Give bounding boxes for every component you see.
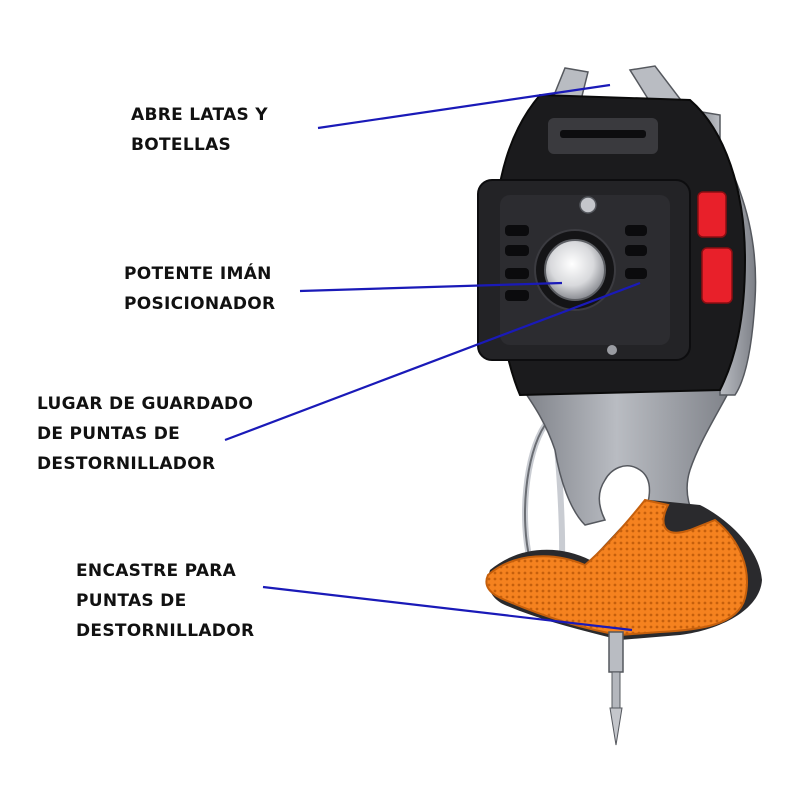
label-magnet-line-1: POTENTE IMÁN xyxy=(124,264,272,284)
screwdriver-bit-shank xyxy=(608,631,624,673)
steel-frame xyxy=(518,379,737,526)
label-bit-holder-line-3: DESTORNILLADOR xyxy=(76,621,255,641)
leader-line-bit-holder xyxy=(262,585,633,632)
label-bit-storage-line-2: DE PUNTAS DE xyxy=(37,424,181,444)
leader-line-bit-storage xyxy=(224,281,641,442)
label-bit-holder: ENCASTRE PARA PUNTAS DE DESTORNILLADOR xyxy=(76,556,254,646)
label-bit-holder-line-1: ENCASTRE PARA xyxy=(76,561,237,581)
screw-bottom xyxy=(607,345,617,355)
label-bit-storage: LUGAR DE GUARDADO DE PUNTAS DE DESTORNIL… xyxy=(37,389,253,479)
label-magnet-line-2: POSICIONADOR xyxy=(124,294,276,314)
leader-lines xyxy=(224,83,641,632)
label-can-opener-line-2: BOTELLAS xyxy=(131,135,232,155)
housing-top-slot xyxy=(560,130,646,138)
label-magnet: POTENTE IMÁN POSICIONADOR xyxy=(124,259,275,319)
bit-holder-handle xyxy=(485,498,748,637)
label-can-opener-line-1: ABRE LATAS Y xyxy=(131,105,268,125)
label-can-opener: ABRE LATAS Y BOTELLAS xyxy=(131,100,268,160)
screwdriver-bit-neck xyxy=(611,671,621,711)
screw-top xyxy=(579,196,597,214)
screwdriver-bit-tip xyxy=(609,707,623,746)
release-button-bottom[interactable] xyxy=(701,247,733,304)
label-bit-storage-line-1: LUGAR DE GUARDADO xyxy=(37,394,254,414)
label-bit-storage-line-3: DESTORNILLADOR xyxy=(37,454,216,474)
bit-slots xyxy=(505,225,647,301)
leader-line-can-opener xyxy=(317,83,611,130)
leader-line-magnet xyxy=(299,281,563,293)
label-bit-holder-line-2: PUNTAS DE xyxy=(76,591,187,611)
release-button-top[interactable] xyxy=(697,191,727,238)
magnet xyxy=(544,239,606,301)
